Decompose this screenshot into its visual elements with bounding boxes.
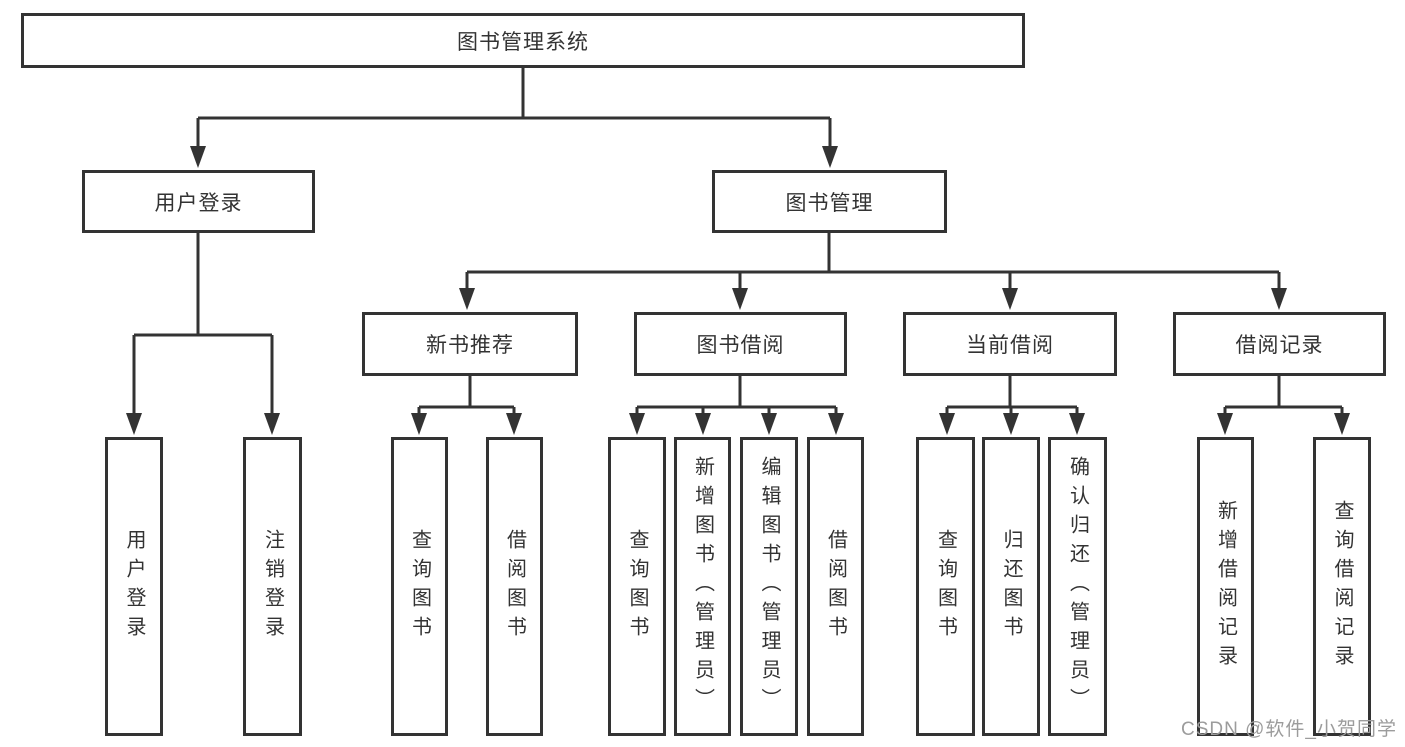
node-edit-book-admin: 编辑图书（管理员） [740, 437, 798, 736]
node-book-borrow: 图书借阅 [634, 312, 847, 376]
node-return-book: 归还图书 [982, 437, 1040, 736]
node-label: 借阅图书 [824, 528, 847, 645]
node-add-borrow-record: 新增借阅记录 [1197, 437, 1254, 736]
node-borrow-record: 借阅记录 [1173, 312, 1386, 376]
node-label: 查询图书 [408, 528, 431, 645]
node-label: 编辑图书（管理员） [758, 456, 780, 717]
node-label: 用户登录 [154, 191, 243, 215]
node-label: 借阅图书 [503, 528, 526, 645]
node-query-books-1: 查询图书 [391, 437, 448, 736]
node-query-borrow-record: 查询借阅记录 [1313, 437, 1371, 736]
node-label: 查询借阅记录 [1331, 499, 1353, 674]
node-logout: 注销登录 [243, 437, 302, 736]
node-query-books-3: 查询图书 [916, 437, 975, 736]
node-book-management: 图书管理 [712, 170, 947, 233]
node-label: 图书借阅 [696, 334, 785, 357]
node-label: 注销登录 [261, 528, 284, 645]
node-label: 新增图书（管理员） [691, 456, 714, 717]
node-label: 查询图书 [626, 528, 648, 645]
node-label: 图书管理系统 [457, 30, 589, 54]
node-library-management-system: 图书管理系统 [21, 13, 1025, 68]
node-user-login: 用户登录 [82, 170, 315, 233]
node-add-book-admin: 新增图书（管理员） [674, 437, 731, 736]
node-borrow-books-1: 借阅图书 [486, 437, 543, 736]
csdn-watermark: CSDN @软件_小贺同学 [1181, 719, 1397, 740]
node-current-borrow: 当前借阅 [903, 312, 1117, 376]
node-label: 新书推荐 [426, 334, 514, 357]
node-label: 借阅记录 [1235, 334, 1324, 357]
node-label: 图书管理 [785, 191, 874, 215]
node-label: 用户登录 [123, 528, 145, 645]
node-label: 新增借阅记录 [1214, 499, 1237, 674]
node-query-books-2: 查询图书 [608, 437, 666, 736]
node-label: 归还图书 [1000, 528, 1022, 645]
node-user-login-leaf: 用户登录 [105, 437, 163, 736]
node-borrow-books-2: 借阅图书 [807, 437, 864, 736]
node-confirm-return-admin: 确认归还（管理员） [1048, 437, 1107, 736]
node-new-book-recommend: 新书推荐 [362, 312, 578, 376]
node-label: 当前借阅 [966, 334, 1054, 357]
node-label: 查询图书 [934, 528, 957, 645]
node-label: 确认归还（管理员） [1066, 456, 1089, 717]
